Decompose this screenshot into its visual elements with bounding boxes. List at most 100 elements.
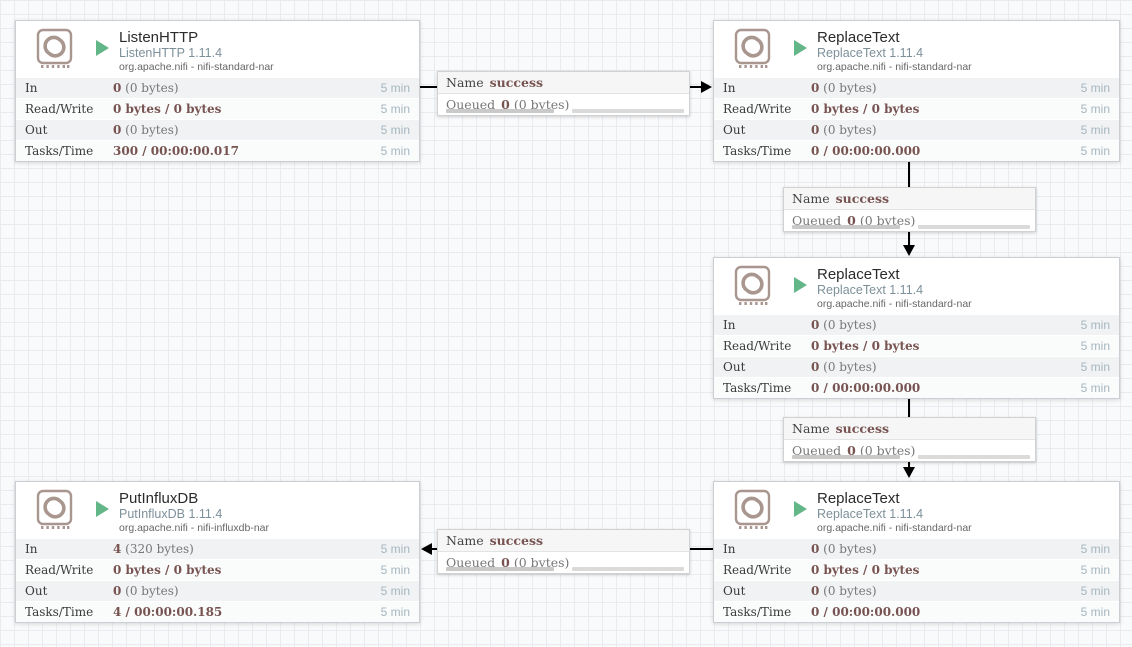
processor-bundle: org.apache.nifi - nifi-standard-nar: [119, 61, 274, 73]
stat-label: Out: [723, 584, 746, 598]
stat-value: 0 bytes / 0 bytes: [113, 563, 222, 577]
stat-label: Tasks/Time: [723, 605, 792, 619]
processor-bundle: org.apache.nifi - nifi-standard-nar: [817, 522, 972, 534]
stat-label: Read/Write: [723, 339, 792, 353]
stat-value: 0 (0 bytes): [113, 123, 179, 137]
processor-replacetext-2[interactable]: ReplaceText ReplaceText 1.11.4 org.apach…: [713, 257, 1120, 399]
connection-label-2[interactable]: Name success Queued 0 (0 bytes): [783, 187, 1036, 232]
stat-row-read-write: Read/Write 0 bytes / 0 bytes 5 min: [16, 559, 419, 580]
stat-row-tasks-time: Tasks/Time 300 / 00:00:00.017 5 min: [16, 140, 419, 161]
stat-row-tasks-time: Tasks/Time 4 / 00:00:00.185 5 min: [16, 601, 419, 622]
processor-replacetext-3[interactable]: ReplaceText ReplaceText 1.11.4 org.apach…: [713, 481, 1120, 623]
queue-count-indicator: [792, 455, 900, 459]
stat-window: 5 min: [1080, 102, 1110, 116]
queue-size-indicator: [918, 455, 1030, 459]
stat-row-tasks-time: Tasks/Time 0 / 00:00:00.000 5 min: [714, 601, 1119, 622]
queue-size-indicator: [572, 109, 684, 113]
running-play-icon: [96, 501, 109, 517]
connection-queued-row: Queued 0 (0 bytes): [784, 210, 1035, 231]
stat-row-tasks-time: Tasks/Time 0 / 00:00:00.000 5 min: [714, 377, 1119, 398]
processor-stamp-icon: [36, 489, 74, 535]
processor-stamp-icon: [734, 28, 772, 74]
stat-window: 5 min: [380, 102, 410, 116]
stat-value: 0 (0 bytes): [811, 584, 877, 598]
processor-title: ListenHTTP: [119, 29, 199, 46]
processor-type-version: ReplaceText 1.11.4: [817, 283, 924, 297]
processor-type-version: ListenHTTP 1.11.4: [119, 46, 223, 60]
running-play-icon: [794, 40, 807, 56]
stat-label: Tasks/Time: [723, 381, 792, 395]
stat-value: 0 / 00:00:00.000: [811, 144, 921, 158]
stat-row-in: In 0 (0 bytes) 5 min: [714, 538, 1119, 559]
stat-label: Tasks/Time: [25, 605, 94, 619]
stat-value: 0 (0 bytes): [811, 81, 877, 95]
processor-header: ReplaceText ReplaceText 1.11.4 org.apach…: [714, 21, 1119, 77]
processor-header: ReplaceText ReplaceText 1.11.4 org.apach…: [714, 258, 1119, 314]
stat-label: Out: [723, 123, 746, 137]
processor-putinfluxdb[interactable]: PutInfluxDB PutInfluxDB 1.11.4 org.apach…: [15, 481, 420, 623]
relationship-name: success: [489, 533, 544, 548]
stat-row-out: Out 0 (0 bytes) 5 min: [714, 580, 1119, 601]
processor-title: ReplaceText: [817, 490, 900, 507]
stat-label: In: [723, 542, 736, 556]
processor-header: ReplaceText ReplaceText 1.11.4 org.apach…: [714, 482, 1119, 538]
queued-count: 0: [847, 443, 856, 458]
stat-window: 5 min: [1080, 123, 1110, 137]
stat-window: 5 min: [1080, 339, 1110, 353]
name-key: Name: [446, 75, 484, 90]
processor-bundle: org.apache.nifi - nifi-standard-nar: [817, 298, 972, 310]
stat-value: 300 / 00:00:00.017: [113, 144, 239, 158]
queued-key: Queued: [792, 213, 842, 228]
processor-type-version: ReplaceText 1.11.4: [817, 507, 924, 521]
queued-count: 0: [847, 213, 856, 228]
processor-bundle: org.apache.nifi - nifi-standard-nar: [817, 61, 972, 73]
relationship-name: success: [835, 421, 890, 436]
stat-label: Tasks/Time: [25, 144, 94, 158]
connection-name-row: Name success: [784, 188, 1035, 210]
processor-type-version: ReplaceText 1.11.4: [817, 46, 924, 60]
stat-window: 5 min: [1080, 144, 1110, 158]
stat-label: Read/Write: [25, 563, 94, 577]
queued-size: (0 bytes): [509, 555, 570, 570]
stat-value: 0 bytes / 0 bytes: [113, 102, 222, 116]
stat-window: 5 min: [1080, 318, 1110, 332]
stat-row-read-write: Read/Write 0 bytes / 0 bytes 5 min: [714, 559, 1119, 580]
processor-stamp-icon: [734, 489, 772, 535]
stat-label: Tasks/Time: [723, 144, 792, 158]
stat-row-out: Out 0 (0 bytes) 5 min: [16, 119, 419, 140]
stat-window: 5 min: [380, 123, 410, 137]
stat-row-read-write: Read/Write 0 bytes / 0 bytes 5 min: [714, 335, 1119, 356]
relationship-name: success: [835, 191, 890, 206]
stat-label: Read/Write: [723, 563, 792, 577]
stat-row-read-write: Read/Write 0 bytes / 0 bytes 5 min: [714, 98, 1119, 119]
processor-header: PutInfluxDB PutInfluxDB 1.11.4 org.apach…: [16, 482, 419, 538]
running-play-icon: [794, 277, 807, 293]
processor-replacetext-1[interactable]: ReplaceText ReplaceText 1.11.4 org.apach…: [713, 20, 1120, 162]
connection-arrow-4: [421, 543, 432, 555]
processor-header: ListenHTTP ListenHTTP 1.11.4 org.apache.…: [16, 21, 419, 77]
queued-size: (0 bytes): [855, 213, 916, 228]
stat-value: 0 / 00:00:00.000: [811, 605, 921, 619]
stat-value: 0 / 00:00:00.000: [811, 381, 921, 395]
stat-row-read-write: Read/Write 0 bytes / 0 bytes 5 min: [16, 98, 419, 119]
queued-size: (0 bytes): [509, 97, 570, 112]
stat-window: 5 min: [1080, 605, 1110, 619]
stat-window: 5 min: [1080, 563, 1110, 577]
stat-row-tasks-time: Tasks/Time 0 / 00:00:00.000 5 min: [714, 140, 1119, 161]
connection-arrow-1: [701, 81, 712, 93]
stat-label: Out: [25, 123, 48, 137]
stat-window: 5 min: [380, 584, 410, 598]
queued-count: 0: [501, 555, 510, 570]
stat-window: 5 min: [1080, 381, 1110, 395]
stat-label: Read/Write: [723, 102, 792, 116]
processor-listenhttp[interactable]: ListenHTTP ListenHTTP 1.11.4 org.apache.…: [15, 20, 420, 162]
stat-window: 5 min: [380, 605, 410, 619]
name-key: Name: [792, 191, 830, 206]
stat-value: 0 bytes / 0 bytes: [811, 339, 920, 353]
running-play-icon: [794, 501, 807, 517]
